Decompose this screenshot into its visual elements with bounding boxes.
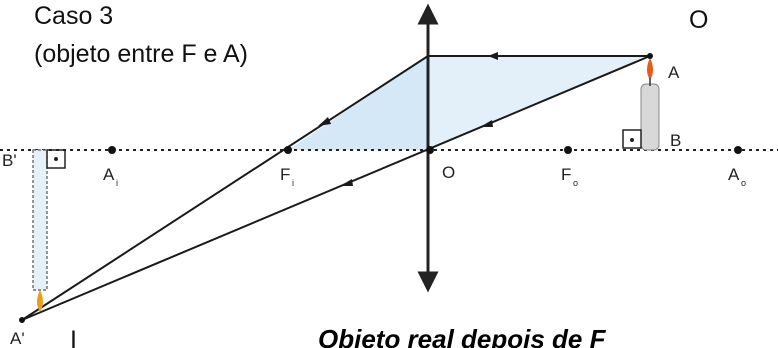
candle-object — [640, 83, 660, 151]
ray-center — [21, 55, 651, 321]
point-A-object — [647, 53, 653, 59]
label-O-center: O — [442, 163, 455, 182]
label-F-o-sub: o — [573, 178, 578, 188]
right-angle-B — [622, 129, 642, 149]
point-O — [426, 146, 434, 154]
ray-parallel-arrow — [488, 52, 498, 60]
flame-icon — [647, 58, 653, 80]
right-angle-Bprime — [46, 149, 66, 169]
point-A-o — [734, 146, 742, 154]
case-title: Caso 3 — [34, 2, 113, 30]
ray-center-arrow-1 — [480, 120, 493, 127]
image-label: I — [70, 326, 77, 348]
label-A-i: A — [103, 165, 115, 184]
right-angle-B-dot — [630, 138, 634, 142]
ray-refracted — [21, 55, 429, 321]
label-A: A — [668, 63, 680, 82]
point-A-prime — [19, 317, 25, 323]
point-A-i — [108, 146, 116, 154]
ray-center-arrow-2 — [340, 179, 353, 186]
caption: Objeto real depois de F — [318, 324, 607, 348]
label-A-i-sub: i — [116, 178, 118, 188]
ray-refracted-arrow — [318, 117, 331, 126]
label-F-o: F — [561, 165, 571, 184]
observer-label: O — [689, 6, 708, 34]
label-A-prime: A' — [10, 329, 25, 348]
right-angle-Bprime-dot — [54, 157, 58, 161]
label-F-i: F — [280, 165, 290, 184]
point-F-i — [284, 146, 292, 154]
label-F-i-sub: i — [292, 178, 294, 188]
point-F-o — [564, 146, 572, 154]
label-A-o: A — [728, 165, 740, 184]
image-flame-icon — [37, 290, 43, 312]
label-B-prime: B' — [2, 151, 17, 170]
candle-image — [32, 149, 48, 291]
label-A-o-sub: o — [741, 178, 746, 188]
label-B: B — [670, 131, 681, 150]
case-subtitle: (objeto entre F e A) — [34, 40, 248, 68]
